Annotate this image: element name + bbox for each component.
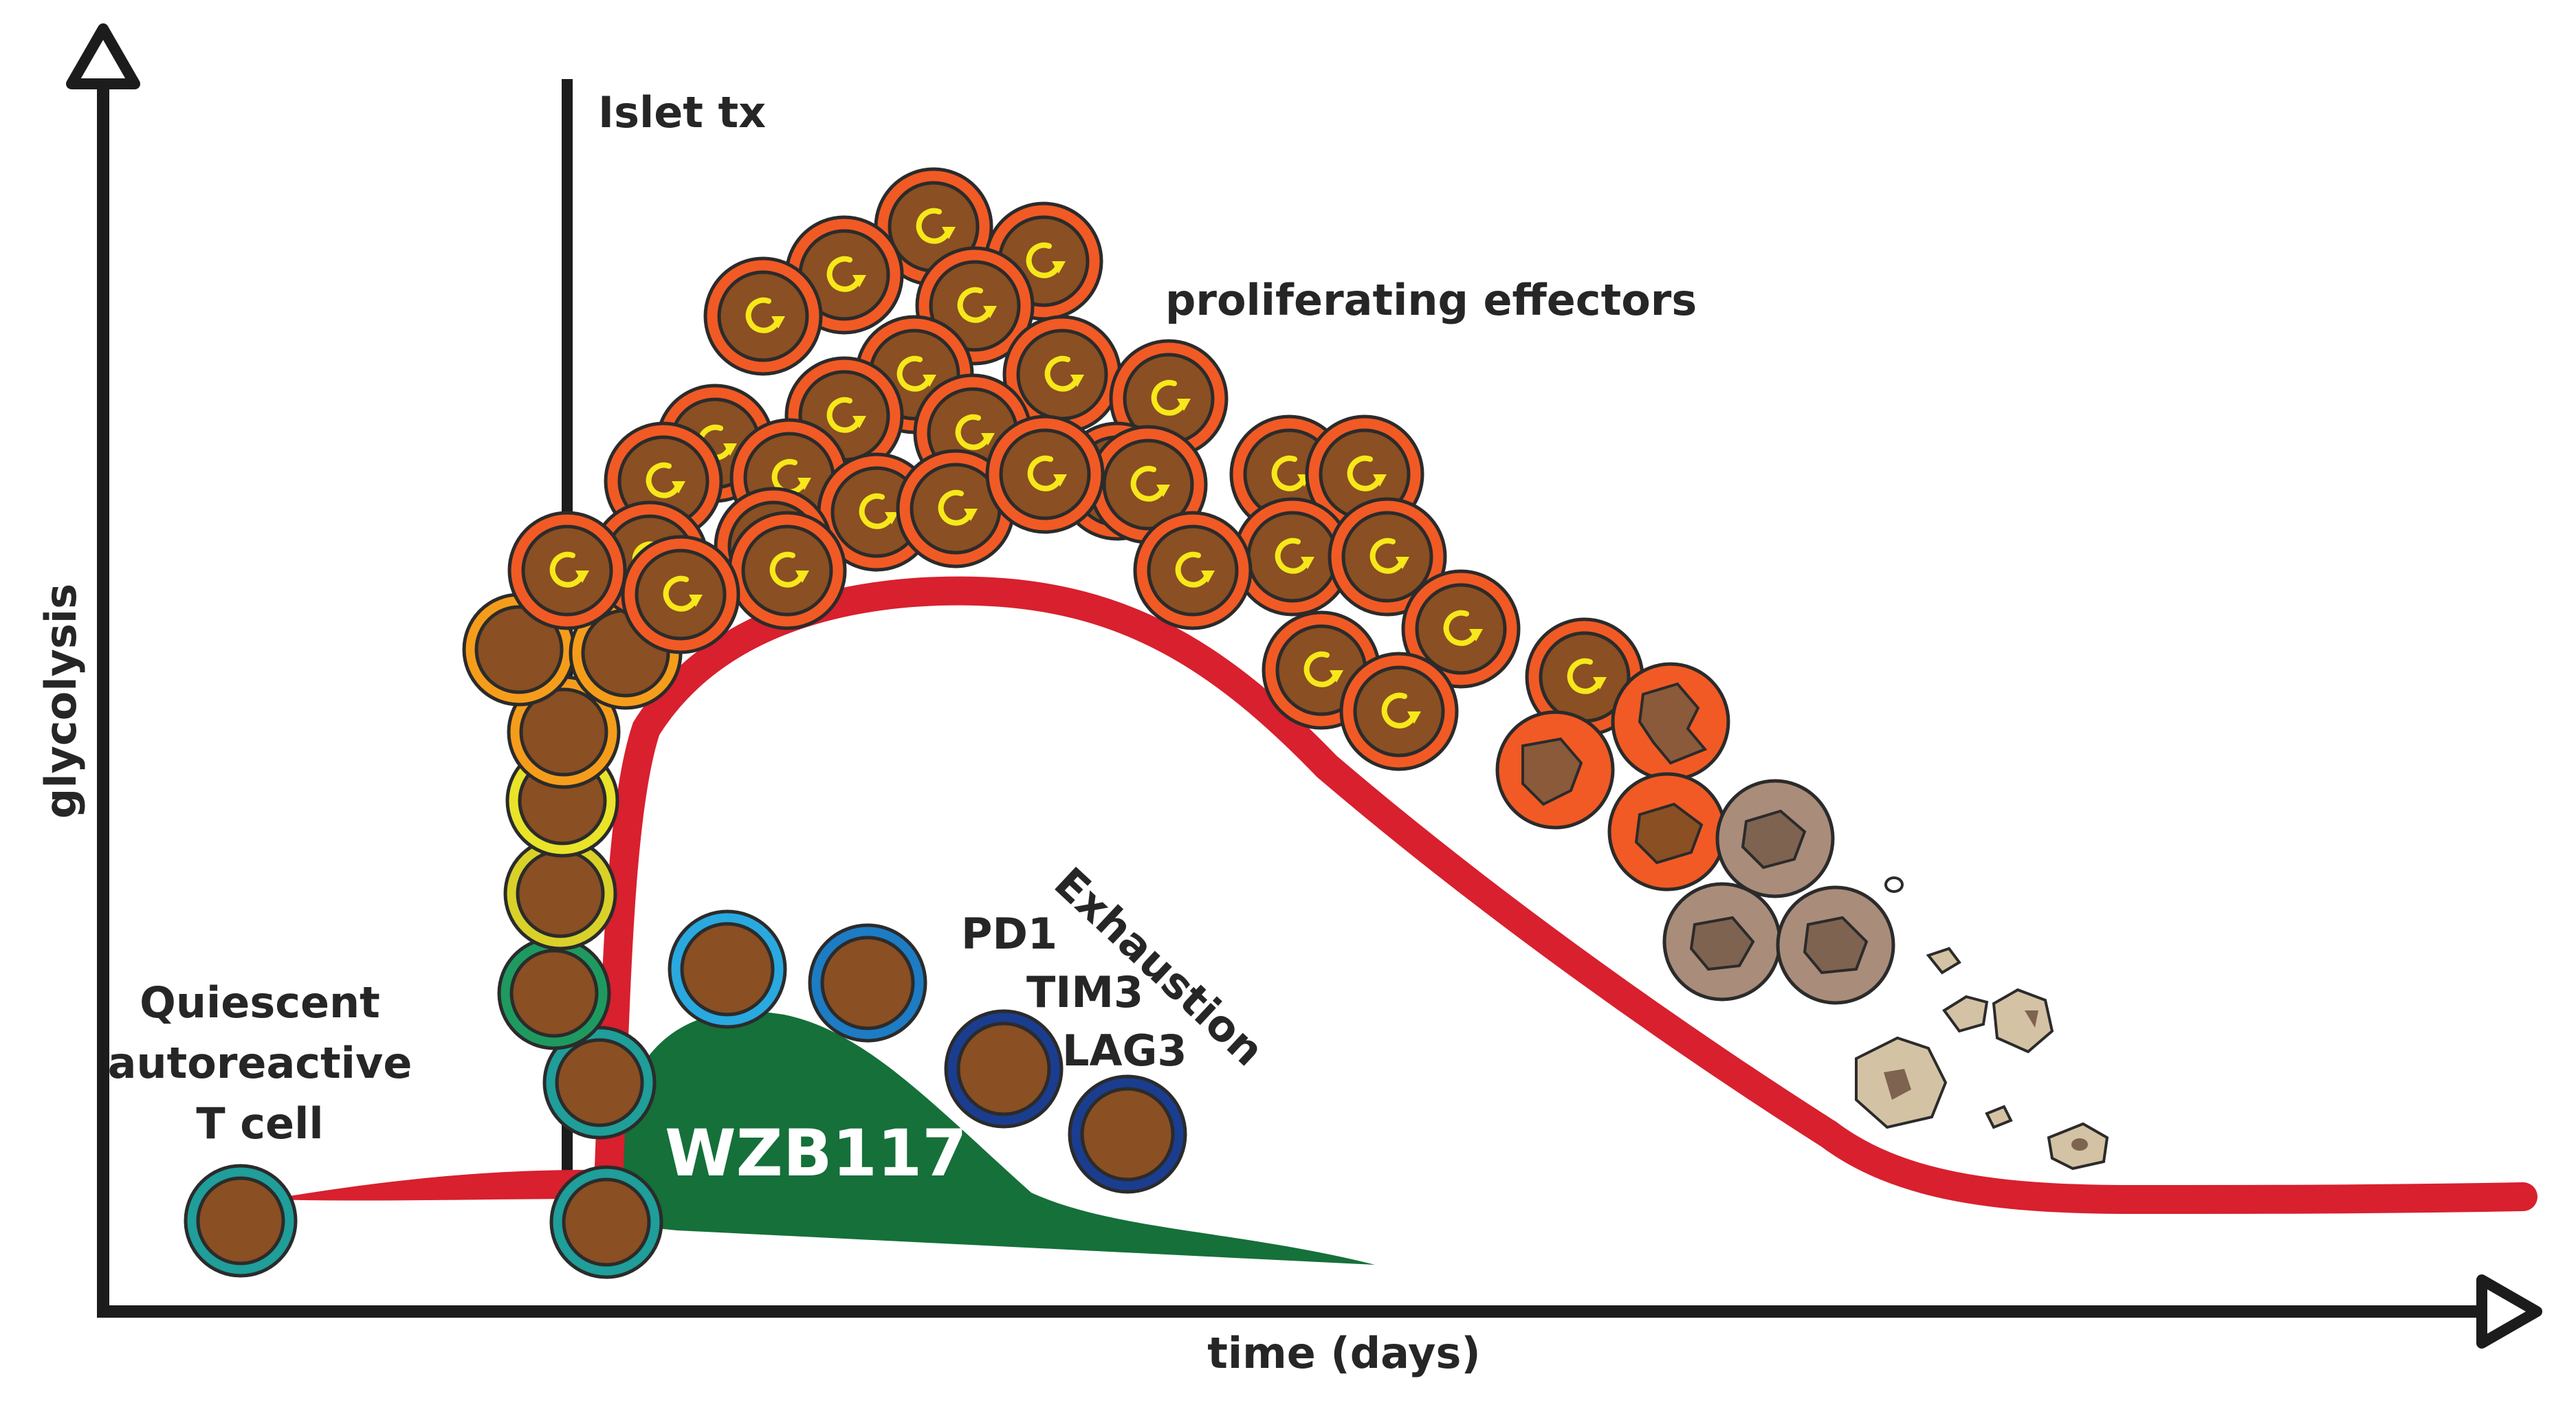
x-axis-label: time (days) xyxy=(1207,1328,1480,1378)
cycle-arrow-icon xyxy=(1027,455,1063,491)
quiescent-t-cell xyxy=(184,1164,298,1278)
exhausted-cell xyxy=(1068,1074,1187,1194)
cycle-arrow-icon xyxy=(646,462,681,498)
dying-effector-cell xyxy=(1495,710,1615,830)
effector-cell xyxy=(985,414,1105,534)
cycle-arrow-icon xyxy=(1275,538,1310,574)
effector-cell xyxy=(1339,652,1459,771)
dying-cells xyxy=(1495,662,1895,1005)
effector-cell xyxy=(1133,511,1253,630)
quiescent-label-line1: Quiescent xyxy=(140,977,380,1028)
cycle-arrow-icon xyxy=(859,493,894,529)
x-axis-arrow-icon xyxy=(2476,1274,2542,1349)
cycle-arrow-icon xyxy=(549,551,585,588)
cycle-arrow-icon xyxy=(957,287,993,323)
cycle-arrow-icon xyxy=(1567,658,1603,694)
cycle-arrow-icon xyxy=(1381,692,1417,729)
effector-cell xyxy=(703,256,823,376)
dying-effector-cell xyxy=(1607,772,1727,892)
activating-cell xyxy=(507,675,621,789)
cycle-arrow-icon xyxy=(916,208,951,244)
cycle-arrow-icon xyxy=(1443,610,1479,646)
dying-cell xyxy=(1662,882,1782,1002)
quiescent-label-line2: autoreactive xyxy=(108,1038,412,1088)
activating-cell xyxy=(549,1165,663,1279)
effector-cell xyxy=(507,511,627,630)
cycle-arrow-icon xyxy=(771,458,807,495)
effector-cell xyxy=(1002,315,1122,434)
y-axis-label: glycolysis xyxy=(36,584,86,819)
cycle-arrow-icon xyxy=(1026,242,1061,278)
dying-cell xyxy=(1715,779,1835,898)
cycle-arrow-icon xyxy=(1044,355,1080,392)
cycle-arrow-icon xyxy=(1347,455,1383,491)
activating-cell xyxy=(503,837,617,951)
effector-cell xyxy=(896,449,1015,568)
cycle-arrow-icon xyxy=(663,575,698,612)
proliferating-effector-cells xyxy=(507,167,1644,771)
effector-cell xyxy=(1328,497,1447,617)
treated-cell xyxy=(808,923,927,1043)
islet-tx-label: Islet tx xyxy=(598,87,766,137)
activating-cell xyxy=(542,1026,657,1140)
dying-effector-cell xyxy=(1611,662,1730,782)
cycle-arrow-icon xyxy=(1151,379,1187,416)
effector-cell xyxy=(727,511,847,630)
effector-cell xyxy=(621,535,740,654)
wzb117-label: WZB117 xyxy=(665,1116,967,1191)
cycle-arrow-icon xyxy=(955,414,991,450)
cycle-arrow-icon xyxy=(1175,551,1211,588)
axes xyxy=(66,23,2542,1349)
cycle-arrow-icon xyxy=(826,397,862,433)
cycle-arrow-icon xyxy=(745,297,781,333)
cycle-arrow-icon xyxy=(769,551,805,588)
cycle-arrow-icon xyxy=(1130,465,1166,502)
glycolysis-curve xyxy=(594,576,2538,1215)
cycle-arrow-icon xyxy=(896,355,932,392)
cycle-arrow-icon xyxy=(1369,538,1405,574)
baseline-glycolysis-curve xyxy=(268,1169,605,1201)
dying-cell xyxy=(1776,885,1895,1005)
cycle-arrow-icon xyxy=(1303,651,1339,687)
marker-pd1-label: PD1 xyxy=(961,909,1057,959)
marker-lag3-label: LAG3 xyxy=(1062,1026,1187,1076)
treated-cell xyxy=(668,909,787,1029)
exhausted-cell xyxy=(944,1009,1064,1129)
activating-cell xyxy=(497,936,611,1050)
cell-debris xyxy=(1855,876,2109,1171)
y-axis-arrow-icon xyxy=(66,23,140,89)
cycle-arrow-icon xyxy=(1271,455,1307,491)
marker-tim3-label: TIM3 xyxy=(1026,967,1143,1017)
wzb117-treated-cells xyxy=(668,909,1187,1194)
quiescent-label-line3: T cell xyxy=(196,1098,323,1149)
effector-cell xyxy=(1401,569,1521,689)
cycle-arrow-icon xyxy=(938,489,973,526)
activation-cell-column xyxy=(462,593,683,1279)
proliferating-effectors-label: proliferating effectors xyxy=(1165,275,1697,325)
cycle-arrow-icon xyxy=(826,256,862,292)
wzb117-area xyxy=(608,1011,1375,1265)
